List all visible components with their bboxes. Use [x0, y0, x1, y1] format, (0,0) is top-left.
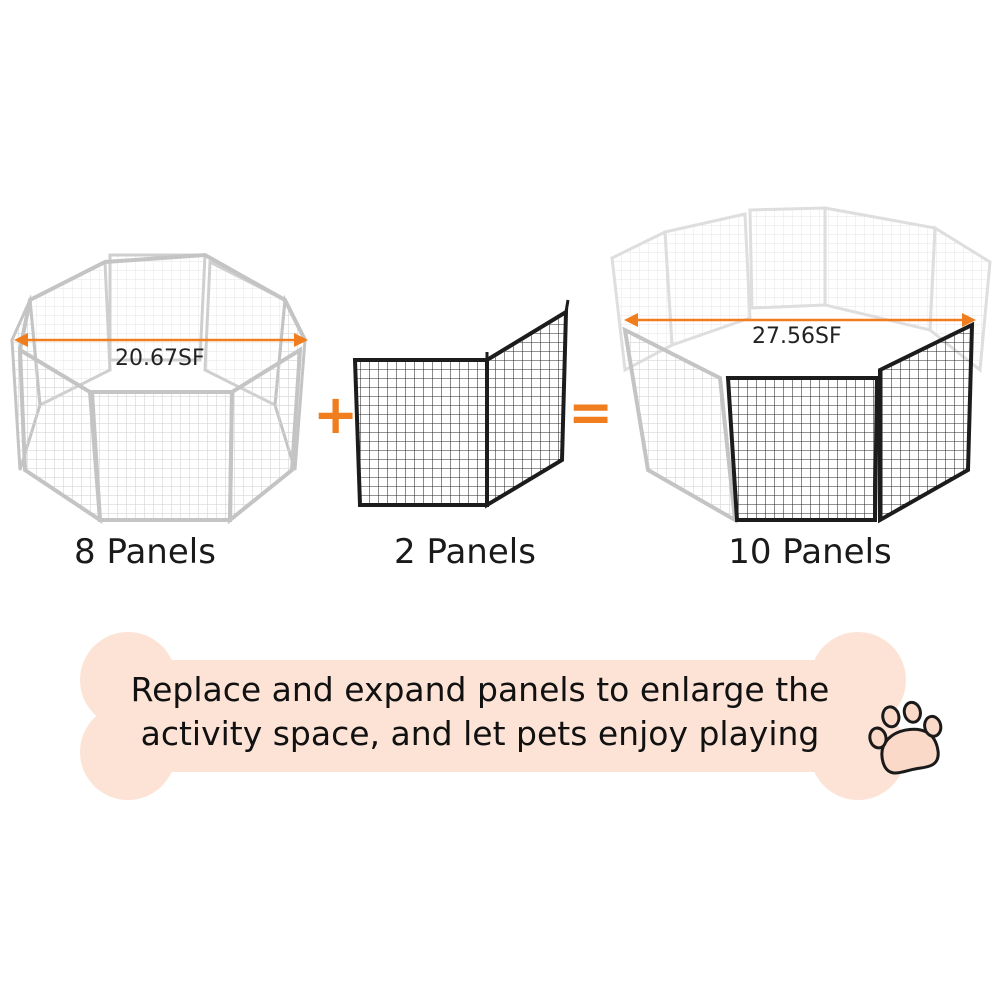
paw-icon: [868, 700, 943, 775]
left-pen-illustration: [10, 252, 307, 525]
caption: Replace and expand panels to enlarge the…: [120, 668, 840, 756]
bone-banner: [80, 632, 906, 800]
left-width-arrow: [14, 333, 308, 347]
two-panel-illustration: [352, 299, 570, 509]
plus-sign: +: [313, 383, 359, 446]
left-pen-label: 8 Panels: [74, 532, 216, 572]
right-pen-illustration: [610, 206, 992, 524]
caption-line-2: activity space, and let pets enjoy playi…: [140, 714, 820, 753]
caption-line-1: Replace and expand panels to enlarge the: [130, 670, 830, 709]
right-pen-label: 10 Panels: [728, 532, 892, 572]
right-pen-area: 27.56SF: [752, 324, 842, 349]
equals-sign: =: [568, 381, 614, 444]
left-pen-area: 20.67SF: [115, 346, 205, 371]
right-width-arrow: [624, 313, 976, 327]
added-panels-label: 2 Panels: [394, 532, 536, 572]
